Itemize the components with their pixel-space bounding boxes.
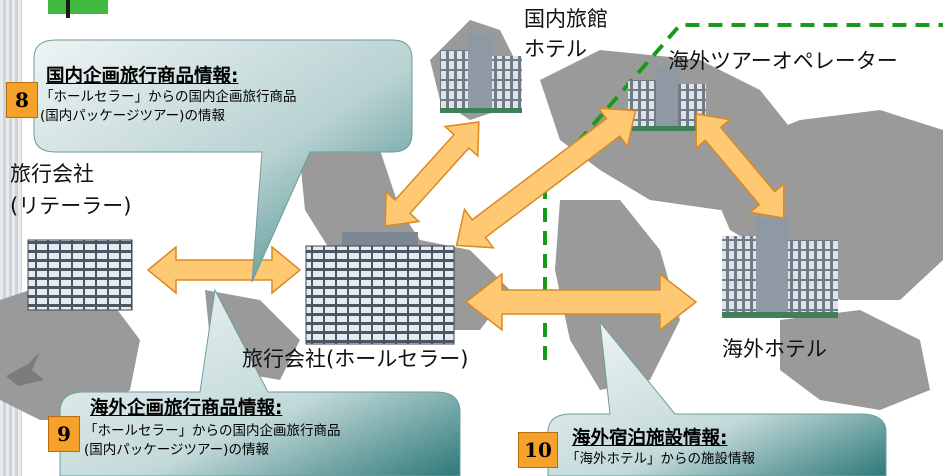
overseas-operator-building [628,66,706,131]
callout-10-body: 「海外ホテル」からの施設情報 [566,450,755,469]
arrow-wholesaler-overseas-hotel [464,272,698,332]
retailer-label-line1: 旅行会社 [10,162,94,186]
overseas-hotel-label: 海外ホテル [722,337,827,361]
sketch-mark-decoration [6,352,44,386]
callout-10-bubble [547,320,887,476]
arrow-retailer-wholesaler [146,245,302,295]
callout-9-bubble [59,288,461,476]
header-tab-mark [66,0,70,18]
overseas-hotel-building [722,218,838,318]
callout-10-number: 10 [518,432,558,468]
callout-8-line1: 「ホールセラー」からの国内企画旅行商品 [40,89,297,105]
overseas-operator-label: 海外ツアーオペレーター [668,49,898,73]
callout-9-line1: 「ホールセラー」からの国内企画旅行商品 [84,423,341,439]
callout-8-title: 国内企画旅行商品情報: [46,66,239,87]
callout-8-line2: (国内パッケージツアー)の情報 [40,108,225,124]
wholesaler-label: 旅行会社(ホールセラー) [242,347,469,371]
region-border [543,23,943,360]
arrow-wholesaler-operator [455,107,637,249]
callout-8-number: 8 [6,82,38,118]
arrows [146,245,698,332]
callout-8-body: 「ホールセラー」からの国内企画旅行商品 (国内パッケージツアー)の情報 [40,88,297,126]
callout-8-bubble [33,39,413,283]
domestic-inn-building [440,34,522,113]
green-header-tab [48,0,108,14]
callout-10-line1: 「海外ホテル」からの施設情報 [566,451,755,467]
callout-9-title: 海外企画旅行商品情報: [90,398,283,419]
callout-9-line2: (国内パッケージツアー)の情報 [84,442,269,458]
retailer-label-line2: (リテーラー) [10,194,132,218]
callout-10-title: 海外宿泊施設情報: [572,428,728,449]
wholesaler-building [305,232,455,345]
retailer-label: 旅行会社 (リテーラー) [10,158,131,222]
domestic-inn-label-line2: ホテル [524,37,587,61]
retailer-building [27,239,133,311]
domestic-inn-label-line1: 国内旅館 [524,7,608,31]
callout-9-body: 「ホールセラー」からの国内企画旅行商品 (国内パッケージツアー)の情報 [84,422,341,460]
arrow-wholesaler-inn [384,121,480,227]
domestic-inn-label: 国内旅館 ホテル [524,4,608,64]
callout-9-number: 9 [48,416,80,452]
arrow-operator-hotel [695,113,785,219]
